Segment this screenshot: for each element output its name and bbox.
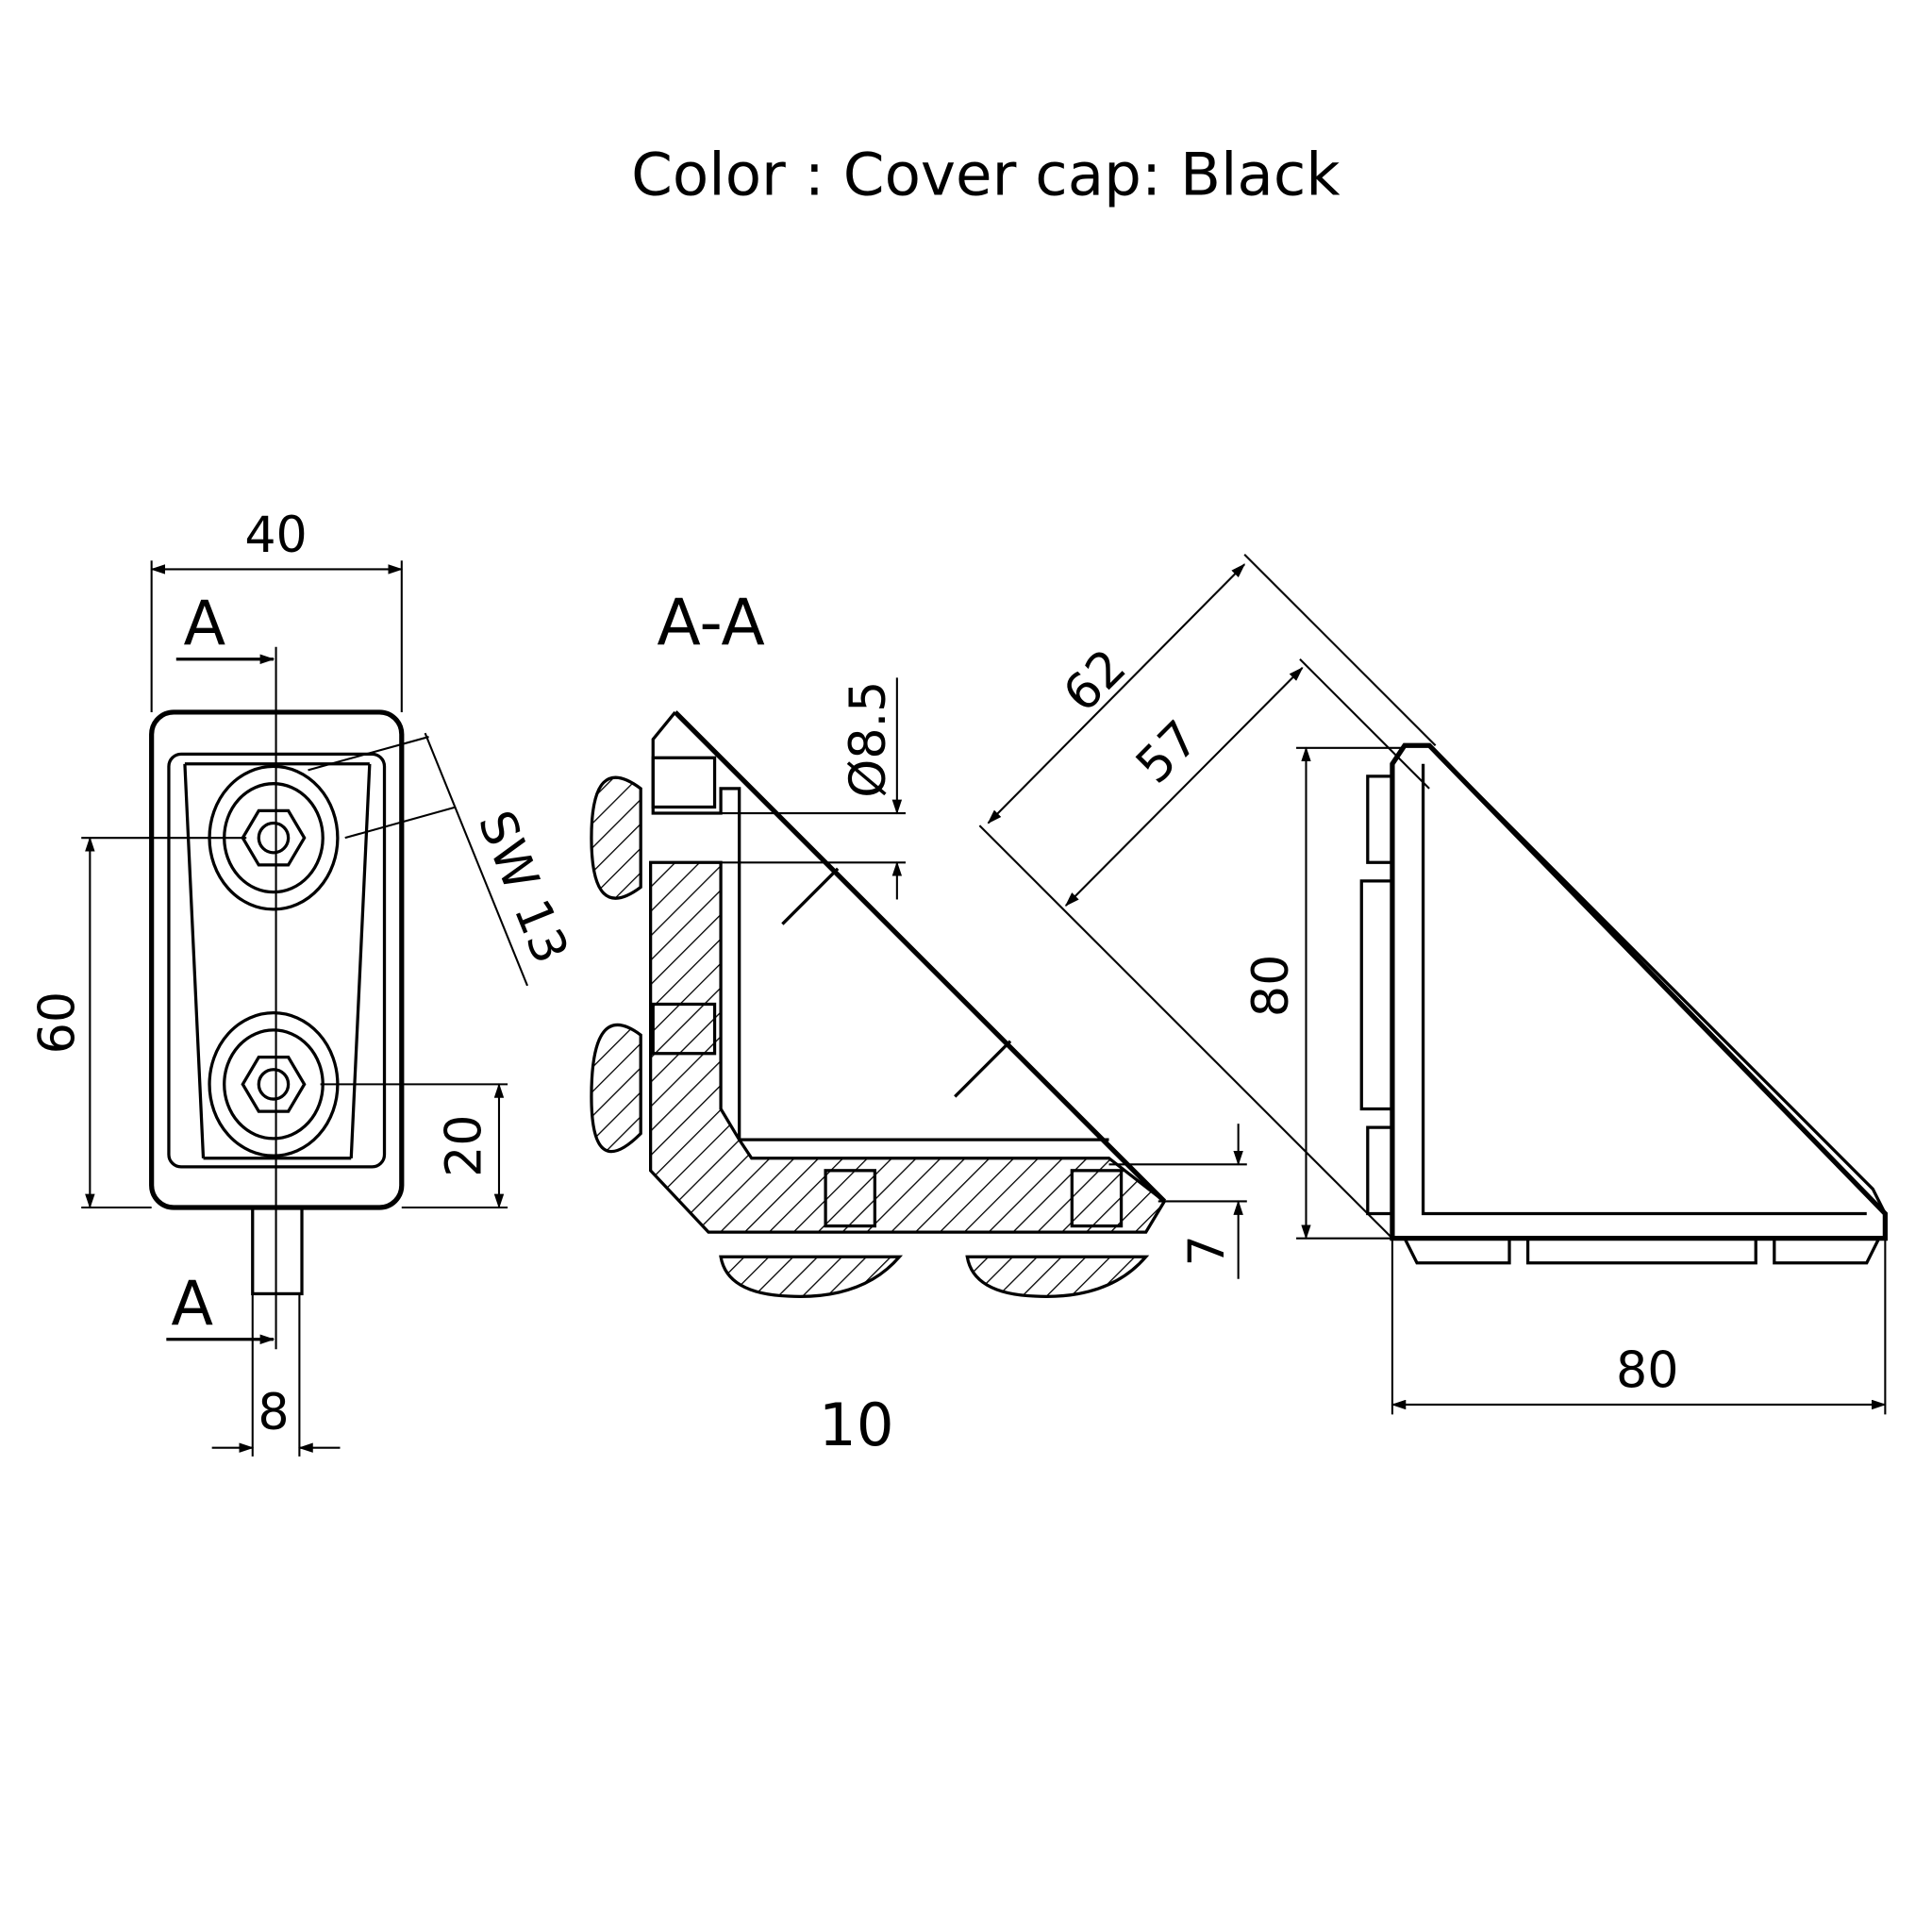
dim-offset-20: 20 [436,1114,492,1176]
side-view: 62 57 80 80 [978,554,1888,1415]
section-view: A-A Ø8.5 7 10 [590,586,1247,1459]
bolt-bottom [208,1011,340,1158]
dim-width-80: 80 [1616,1343,1678,1400]
dim-62: 62 [1053,639,1137,723]
dim-height-60: 60 [29,991,86,1054]
caption-10: 10 [819,1391,894,1459]
dim-thickness-7: 7 [1179,1235,1236,1266]
section-marker-bottom: A [171,1268,213,1340]
dim-hole-diameter: Ø8.5 [841,681,897,798]
dim-57: 57 [1125,710,1209,794]
dim-height-80: 80 [1243,955,1300,1017]
dim-wrench-sw13: SW 13 [467,804,579,972]
section-marker-top: A [183,588,225,659]
title: Color : Cover cap: Black [631,140,1341,208]
section-label: A-A [657,586,764,660]
dim-stem-8: 8 [258,1385,289,1441]
dim-width-40: 40 [244,508,307,564]
front-view: A A 40 60 20 8 SW 13 [29,508,578,1457]
